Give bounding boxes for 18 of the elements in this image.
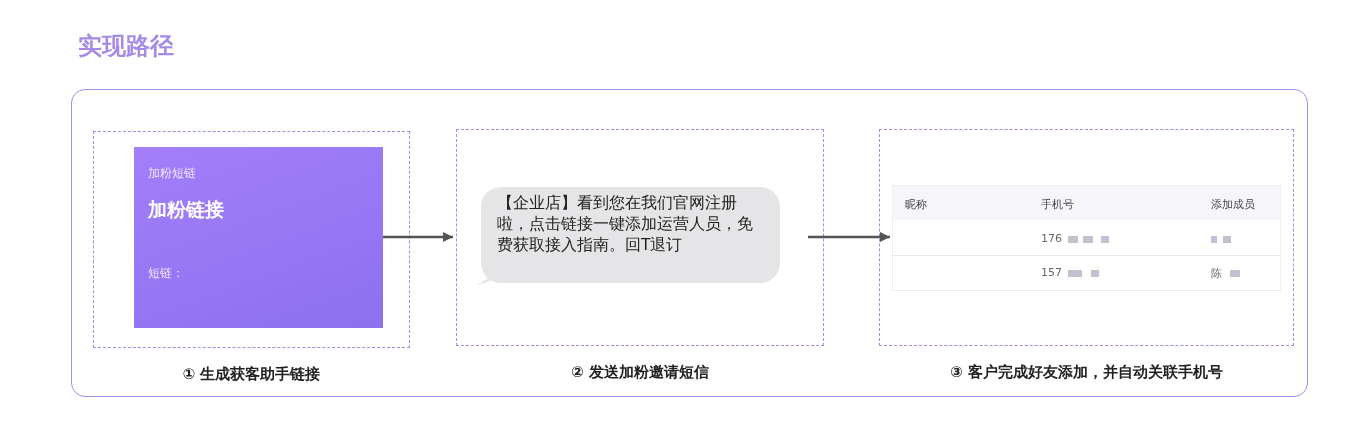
table-cell: 陈	[1211, 266, 1222, 281]
column-header: 昵称	[905, 197, 927, 212]
step-caption: ① 生成获客助手链接	[181, 365, 322, 384]
step-caption: ② 发送加粉邀请短信	[570, 363, 710, 382]
card-subtitle: 加粉短链	[148, 165, 196, 182]
card-field-label: 短链：	[148, 265, 184, 282]
table-cell: 157	[1041, 266, 1062, 279]
table-cell: 176	[1041, 232, 1062, 245]
outer-frame	[71, 89, 1308, 397]
arrow	[808, 232, 890, 242]
diagram-title: 实现路径	[78, 31, 174, 62]
card-title: 加粉链接	[148, 197, 224, 222]
step-caption: ③ 客户完成好友添加，并自动关联手机号	[949, 363, 1224, 382]
table-card	[892, 185, 1281, 291]
column-header: 添加成员	[1211, 197, 1255, 212]
arrow	[383, 232, 453, 242]
column-header: 手机号	[1041, 197, 1074, 212]
link-card	[134, 147, 383, 328]
